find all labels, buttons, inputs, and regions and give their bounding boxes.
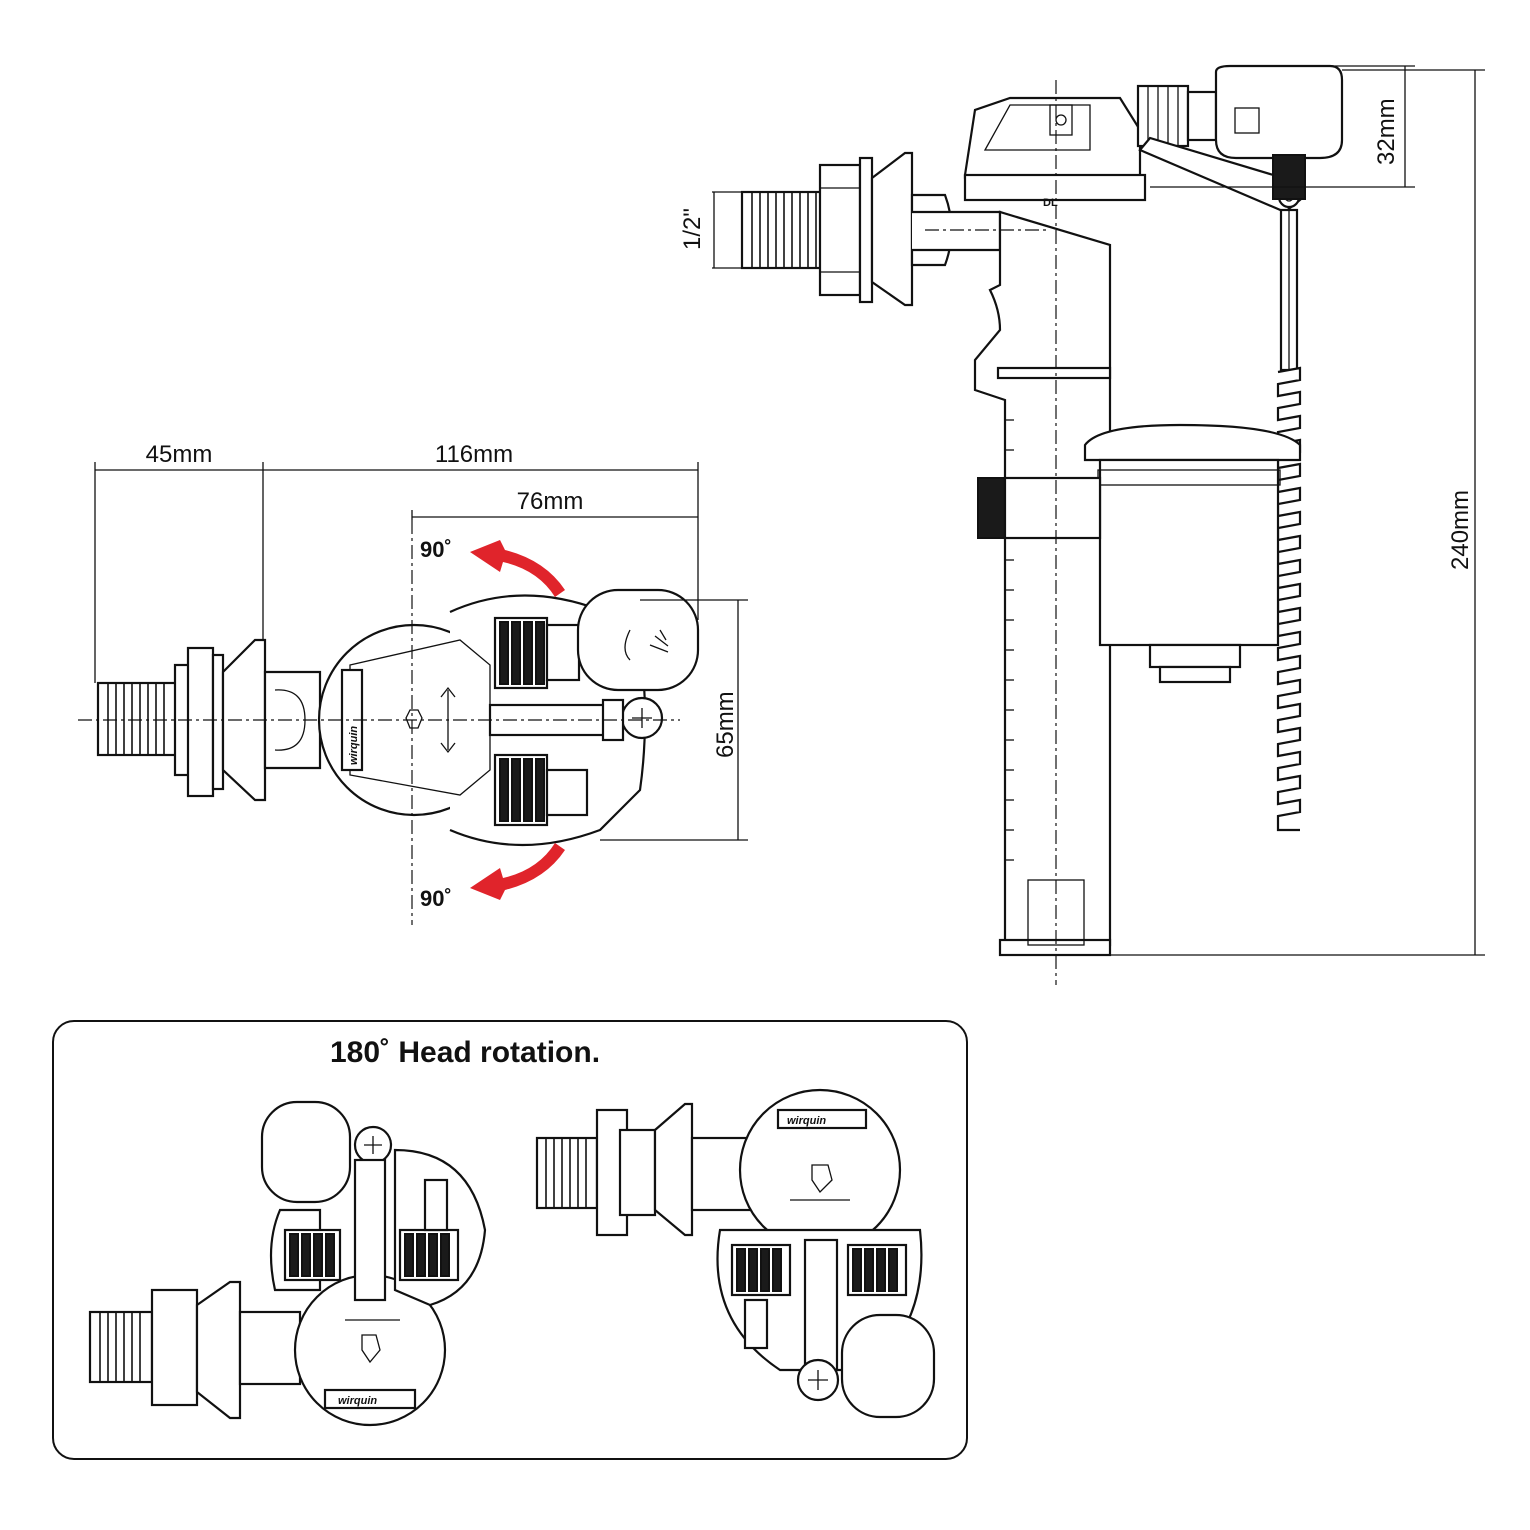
flush-cap (1214, 64, 1344, 160)
head-height-label: 32mm (1373, 98, 1400, 165)
plan-inlet-thread (96, 681, 178, 757)
inlet-thread (740, 190, 824, 270)
plan-brand: wirquin (348, 726, 360, 765)
side-elevation-view: DL (740, 64, 1344, 985)
inlet-nut (818, 163, 862, 297)
lower-angle-label: 90˚ (420, 886, 452, 911)
adjuster-knob (1136, 84, 1190, 148)
inset-left-brand: wirquin (338, 1395, 377, 1407)
inset-right-configuration: wirquin (535, 1088, 936, 1419)
inset-right-cap (840, 1313, 936, 1419)
upper-rotation-arrow (470, 540, 565, 597)
rotation-arrows: 90˚ 90˚ (420, 537, 565, 911)
head-depth-label: 65mm (712, 691, 739, 758)
head-rotation-title: 180˚ Head rotation. (329, 1036, 601, 1069)
float-lid (1083, 423, 1302, 462)
side-dimensions: 1/2" 32mm 240mm (679, 65, 1485, 956)
valve-body (973, 210, 1112, 947)
total-width-label: 116mm (435, 441, 513, 468)
total-height-label: 240mm (1447, 490, 1474, 570)
plan-head-cap (576, 588, 700, 692)
head-rotation-panel (52, 1020, 968, 1460)
upper-angle-label: 90˚ (420, 537, 452, 562)
plan-dimensions: 45mm 116mm 76mm 65mm (94, 441, 748, 841)
plan-view: wirquin (78, 520, 700, 925)
head-offset-label: 76mm (517, 488, 584, 515)
dl-mark: DL (1043, 197, 1058, 209)
shank-length-label: 45mm (146, 441, 213, 468)
inset-left-configuration: wirquin (88, 1100, 487, 1427)
thread-size-label: 1/2" (679, 208, 706, 250)
inset-right-brand: wirquin (787, 1115, 826, 1127)
cone-washer (870, 151, 914, 307)
lower-rotation-arrow (470, 843, 565, 900)
inset-left-cap (260, 1100, 352, 1204)
float (1098, 458, 1280, 647)
